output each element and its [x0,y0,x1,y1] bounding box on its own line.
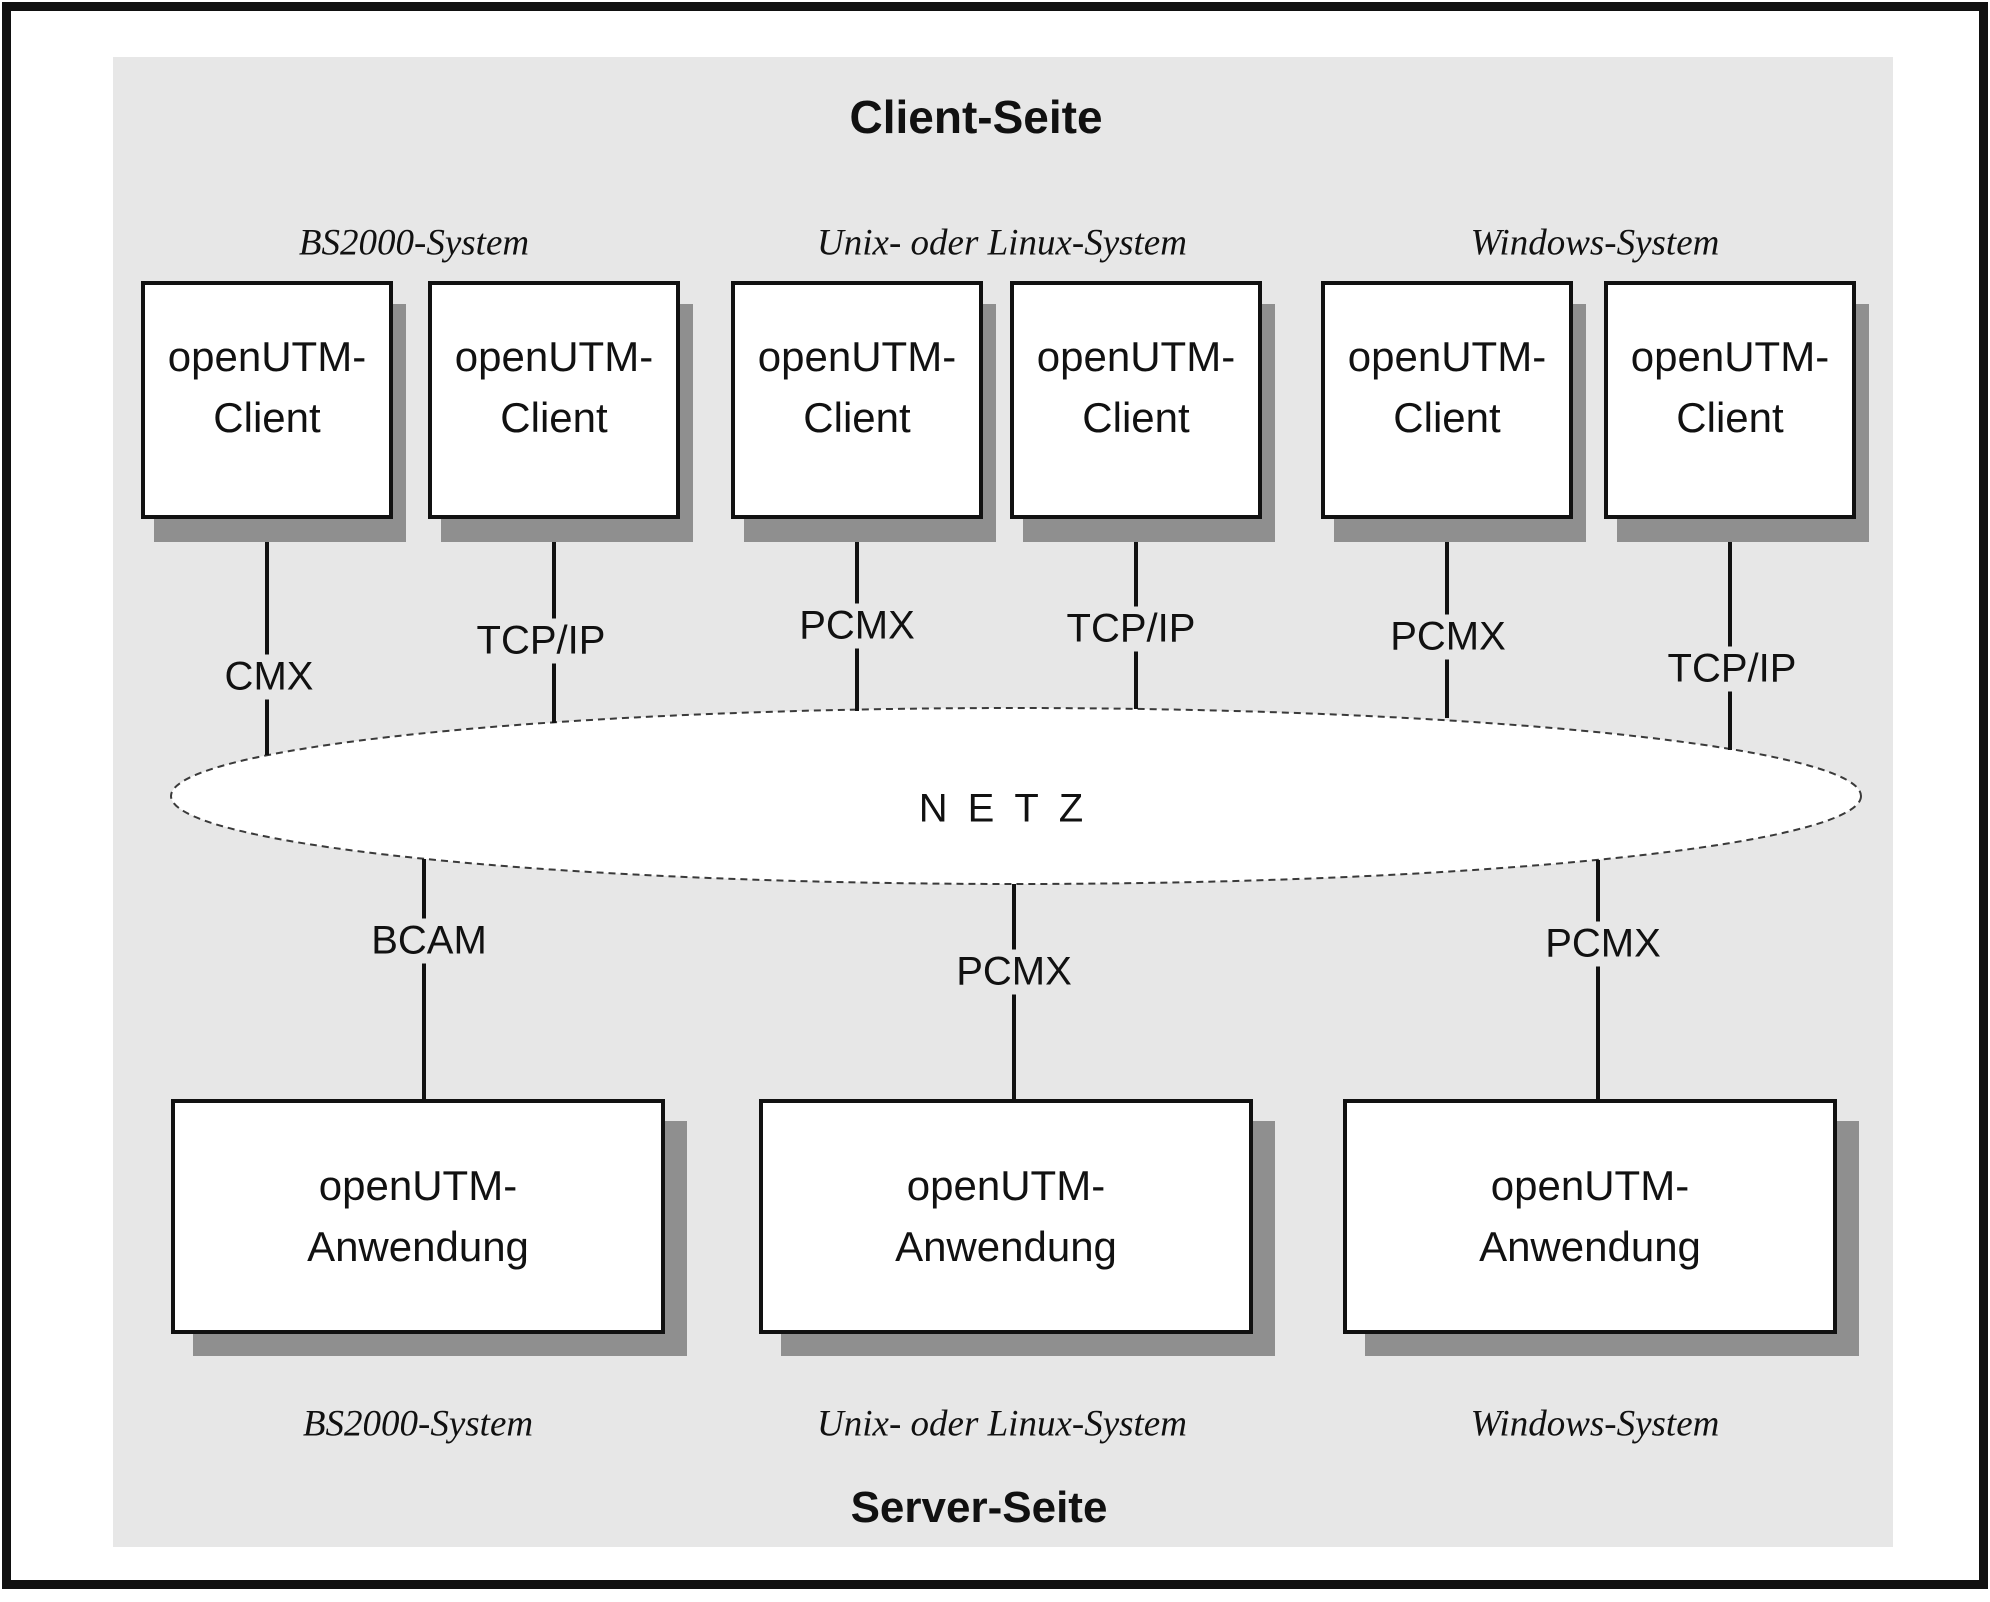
client-box-label: openUTM- [454,333,654,381]
system-label-top-windows: Windows-System [1470,222,1720,264]
client-link-label-pcmx-2: PCMX [1380,614,1516,660]
network-label: NETZ [918,786,1104,831]
client-box-label: Client [500,394,608,441]
client-box-2: openUTM- Client [428,281,680,519]
client-box-label: openUTM- [1036,333,1236,381]
system-label-bottom-bs2000: BS2000-System [302,1403,534,1445]
system-label-top-bs2000: BS2000-System [298,222,530,264]
server-box-label: openUTM- [1490,1161,1690,1209]
client-box-label: openUTM- [1630,333,1830,381]
server-box-2: openUTM- Anwendung [759,1099,1253,1334]
client-box-3: openUTM- Client [731,281,983,519]
client-box-label: Client [1393,394,1501,441]
diagram-stage: Client-Seite Server-Seite BS2000-System … [11,11,1979,1580]
client-box-4: openUTM- Client [1010,281,1262,519]
system-label-top-unix-linux: Unix- oder Linux-System [817,222,1187,264]
server-box-label: openUTM- [318,1161,518,1209]
client-side-title: Client-Seite [849,91,1103,143]
client-link-label-pcmx-1: PCMX [789,603,925,649]
server-link-label-pcmx-1: PCMX [946,949,1082,995]
server-box-label: Anwendung [307,1222,529,1270]
client-box-label: Client [803,394,911,441]
client-box-label: Client [1676,394,1784,441]
client-box-6: openUTM- Client [1604,281,1856,519]
server-box-label: Anwendung [1479,1222,1701,1270]
client-link-label-tcpip-1: TCP/IP [466,618,616,664]
client-link-label-tcpip-2: TCP/IP [1056,606,1206,652]
client-box-label: Client [213,394,321,441]
server-box-label: openUTM- [906,1161,1106,1209]
client-box-1: openUTM- Client [141,281,393,519]
client-link-label-cmx: CMX [214,654,324,700]
client-box-label: openUTM- [757,333,957,381]
client-box-label: Client [1082,394,1190,441]
client-box-label: openUTM- [1347,333,1547,381]
server-box-1: openUTM- Anwendung [171,1099,665,1334]
server-link-label-pcmx-2: PCMX [1535,921,1671,967]
client-box-label: openUTM- [167,333,367,381]
server-box-3: openUTM- Anwendung [1343,1099,1837,1334]
system-label-bottom-windows: Windows-System [1470,1403,1720,1445]
system-label-bottom-unix-linux: Unix- oder Linux-System [817,1403,1187,1445]
server-box-label: Anwendung [895,1222,1117,1270]
server-side-title: Server-Seite [850,1483,1108,1532]
client-link-label-tcpip-3: TCP/IP [1657,646,1807,692]
client-box-5: openUTM- Client [1321,281,1573,519]
server-link-label-bcam: BCAM [361,918,497,964]
